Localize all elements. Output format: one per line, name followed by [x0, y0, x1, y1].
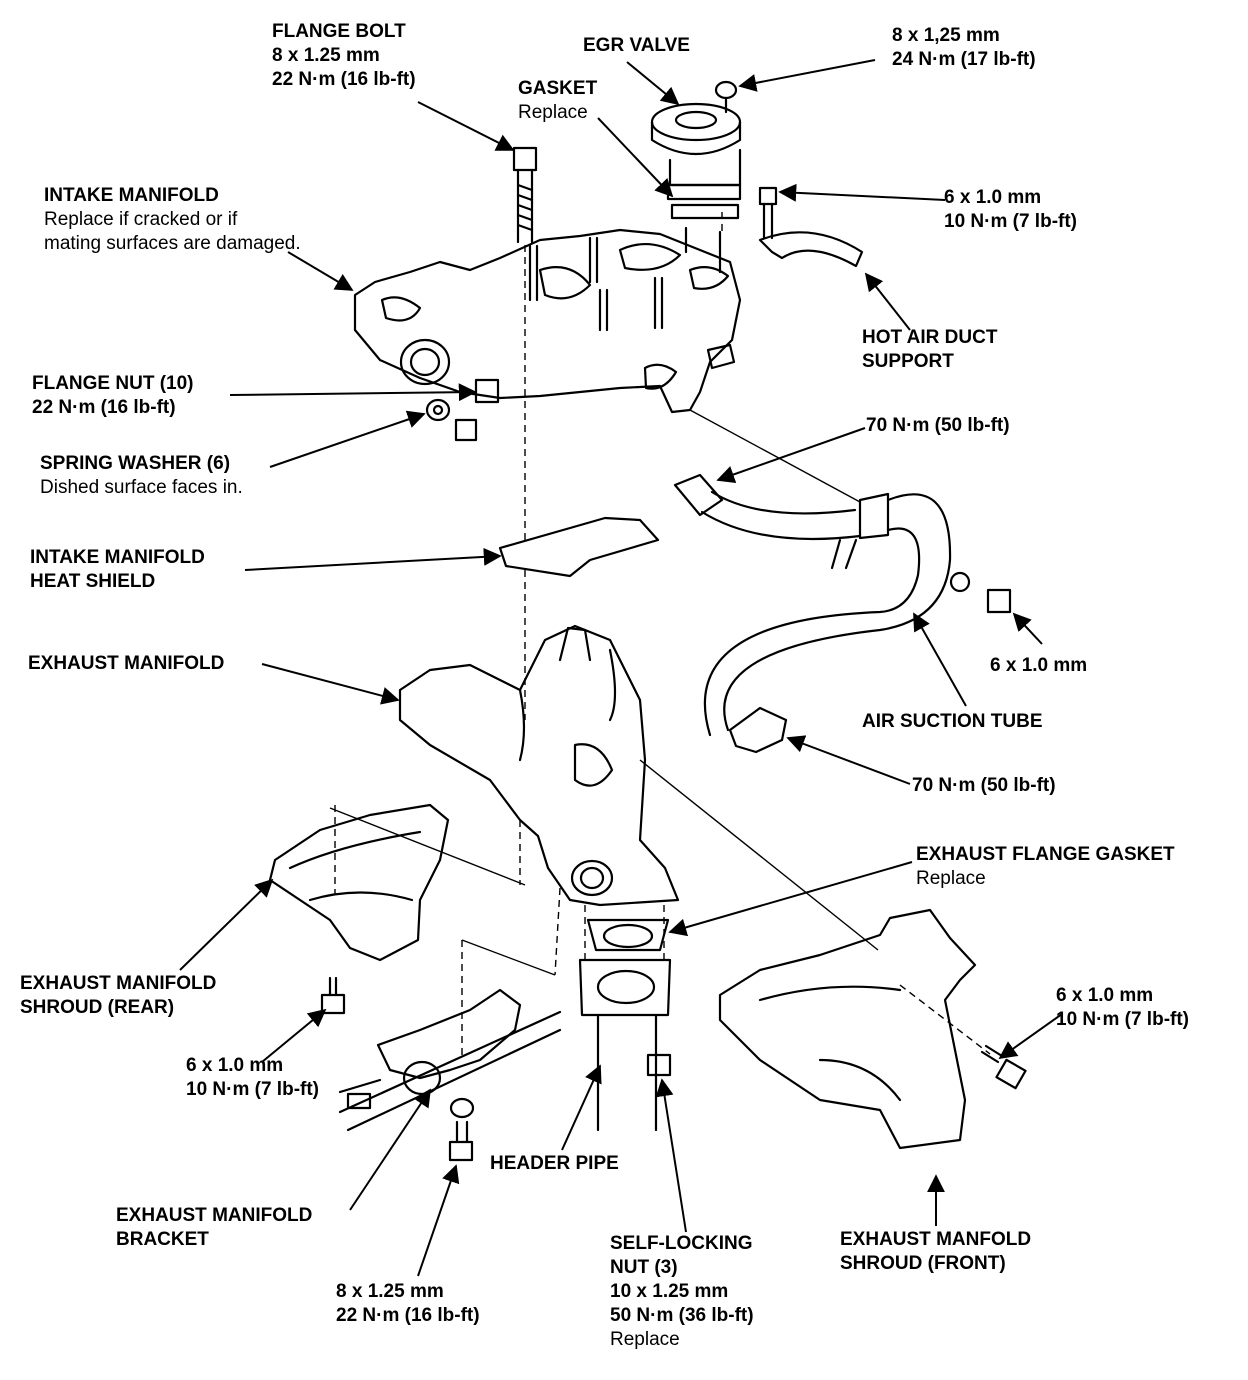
label-air-suction-tube-title: AIR SUCTION TUBE — [862, 711, 1043, 732]
label-rear-shroud-bolt-spec2: 10 N·m (7 lb-ft) — [186, 1079, 319, 1100]
label-flange-nut-title: FLANGE NUT (10) — [32, 373, 194, 394]
label-spring-washer-title: SPRING WASHER (6) — [40, 453, 231, 474]
bracket-bolt-part — [448, 1097, 475, 1162]
exhaust-flange-gasket-part — [586, 918, 670, 952]
label-rear-shroud-bolt: 6 x 1.0 mm 10 N·m (7 lb-ft) — [186, 1054, 319, 1102]
label-intake-heat-shield-line2: HEAT SHIELD — [30, 571, 156, 592]
label-tube-bolt: 6 x 1.0 mm — [990, 654, 1087, 678]
leader-arrows — [179, 59, 1063, 1277]
label-bracket-bolt-spec2: 22 N·m (16 lb-ft) — [336, 1305, 480, 1326]
label-intake-manifold-note1: Replace if cracked or if — [44, 209, 238, 230]
label-shroud-front-line1: EXHAUST MANFOLD — [840, 1229, 1032, 1250]
label-front-shroud-bolt: 6 x 1.0 mm 10 N·m (7 lb-ft) — [1056, 984, 1189, 1032]
label-flange-nut-spec: 22 N·m (16 lb-ft) — [32, 397, 176, 418]
label-hot-air-duct-line1: HOT AIR DUCT — [862, 327, 998, 348]
label-intake-manifold: INTAKE MANIFOLD Replace if cracked or if… — [44, 184, 301, 256]
label-front-shroud-bolt-spec2: 10 N·m (7 lb-ft) — [1056, 1009, 1189, 1030]
label-flange-bolt-spec2: 22 N·m (16 lb-ft) — [272, 69, 416, 90]
spring-washer-part — [425, 398, 478, 442]
label-intake-heat-shield-line1: INTAKE MANIFOLD — [30, 547, 205, 568]
label-bracket-bolt: 8 x 1.25 mm 22 N·m (16 lb-ft) — [336, 1280, 480, 1328]
label-self-locking-nut-note: Replace — [610, 1329, 680, 1350]
label-bracket-line2: BRACKET — [116, 1229, 209, 1250]
label-shroud-front-line2: SHROUD (FRONT) — [840, 1253, 1006, 1274]
label-spring-washer: SPRING WASHER (6) Dished surface faces i… — [40, 452, 243, 500]
label-gasket: GASKET Replace — [518, 77, 597, 125]
label-hot-air-duct-support: HOT AIR DUCT SUPPORT — [862, 326, 997, 374]
label-bracket: EXHAUST MANIFOLD BRACKET — [116, 1204, 312, 1252]
self-locking-nut-part — [646, 1053, 672, 1077]
label-tube-torque-top: 70 N·m (50 lb-ft) — [866, 414, 1010, 438]
label-spring-washer-note: Dished surface faces in. — [40, 477, 243, 498]
egr-gasket-part — [670, 203, 740, 220]
exhaust-manifold-part — [398, 624, 680, 907]
label-exhaust-flange-gasket-note: Replace — [916, 868, 986, 889]
label-intake-manifold-note2: mating surfaces are damaged. — [44, 233, 301, 254]
label-header-pipe-title: HEADER PIPE — [490, 1153, 619, 1174]
label-intake-manifold-title: INTAKE MANIFOLD — [44, 185, 219, 206]
label-exhaust-manifold-title: EXHAUST MANIFOLD — [28, 653, 225, 674]
label-exhaust-flange-gasket: EXHAUST FLANGE GASKET Replace — [916, 843, 1175, 891]
label-egr-nut-spec2: 24 N·m (17 lb-ft) — [892, 49, 1036, 70]
label-intake-heat-shield: INTAKE MANIFOLD HEAT SHIELD — [30, 546, 205, 594]
flange-nut-part — [474, 378, 500, 404]
label-exhaust-manifold: EXHAUST MANIFOLD — [28, 652, 224, 676]
label-tube-torque-top-spec: 70 N·m (50 lb-ft) — [866, 415, 1010, 436]
label-self-locking-nut-spec1: 10 x 1.25 mm — [610, 1281, 729, 1302]
label-flange-bolt-title: FLANGE BOLT — [272, 21, 406, 42]
hot-air-duct-support-part — [758, 186, 864, 268]
header-pipe-part — [578, 958, 672, 1132]
label-shroud-front: EXHAUST MANFOLD SHROUD (FRONT) — [840, 1228, 1031, 1276]
flange-bolt-part — [512, 146, 538, 244]
rear-shroud-bolt-part — [320, 976, 346, 1015]
label-tube-torque-bottom: 70 N·m (50 lb-ft) — [912, 774, 1056, 798]
exhaust-shroud-rear-part — [268, 803, 450, 962]
egr-valve-part — [650, 80, 742, 201]
guide-lines — [329, 409, 879, 976]
label-egr-nut: 8 x 1,25 mm 24 N·m (17 lb-ft) — [892, 24, 1036, 72]
label-rear-shroud-bolt-spec1: 6 x 1.0 mm — [186, 1055, 284, 1076]
label-shroud-rear: EXHAUST MANIFOLD SHROUD (REAR) — [20, 972, 216, 1020]
label-exhaust-flange-gasket-title: EXHAUST FLANGE GASKET — [916, 844, 1175, 865]
label-tube-torque-bottom-spec: 70 N·m (50 lb-ft) — [912, 775, 1056, 796]
label-flange-bolt: FLANGE BOLT 8 x 1.25 mm 22 N·m (16 lb-ft… — [272, 20, 416, 92]
label-shroud-rear-line2: SHROUD (REAR) — [20, 997, 175, 1018]
label-hot-air-duct-line2: SUPPORT — [862, 351, 954, 372]
label-bracket-bolt-spec1: 8 x 1.25 mm — [336, 1281, 444, 1302]
label-header-pipe: HEADER PIPE — [490, 1152, 619, 1176]
label-duct-bolt-spec1: 6 x 1.0 mm — [944, 187, 1042, 208]
label-self-locking-nut-line1: SELF-LOCKING — [610, 1233, 753, 1254]
label-flange-nut: FLANGE NUT (10) 22 N·m (16 lb-ft) — [32, 372, 194, 420]
label-flange-bolt-spec1: 8 x 1.25 mm — [272, 45, 380, 66]
label-egr-valve: EGR VALVE — [583, 34, 690, 58]
label-egr-valve-title: EGR VALVE — [583, 35, 690, 56]
alignment-lines — [334, 212, 991, 1055]
intake-manifold-part — [353, 226, 742, 414]
exhaust-shroud-front-part — [718, 908, 977, 1150]
label-shroud-rear-line1: EXHAUST MANIFOLD — [20, 973, 217, 994]
label-duct-bolt-spec2: 10 N·m (7 lb-ft) — [944, 211, 1077, 232]
label-front-shroud-bolt-spec1: 6 x 1.0 mm — [1056, 985, 1154, 1006]
label-gasket-title: GASKET — [518, 78, 598, 99]
bracket-part — [338, 988, 562, 1132]
label-duct-bolt: 6 x 1.0 mm 10 N·m (7 lb-ft) — [944, 186, 1077, 234]
label-self-locking-nut-line2: NUT (3) — [610, 1257, 678, 1278]
label-bracket-line1: EXHAUST MANIFOLD — [116, 1205, 313, 1226]
label-self-locking-nut-spec2: 50 N·m (36 lb-ft) — [610, 1305, 754, 1326]
intake-heat-shield-part — [498, 516, 660, 578]
label-egr-nut-spec1: 8 x 1,25 mm — [892, 25, 1000, 46]
label-gasket-note: Replace — [518, 102, 588, 123]
label-air-suction-tube: AIR SUCTION TUBE — [862, 710, 1043, 734]
label-tube-bolt-spec: 6 x 1.0 mm — [990, 655, 1088, 676]
label-self-locking-nut: SELF-LOCKING NUT (3) 10 x 1.25 mm 50 N·m… — [610, 1232, 754, 1352]
